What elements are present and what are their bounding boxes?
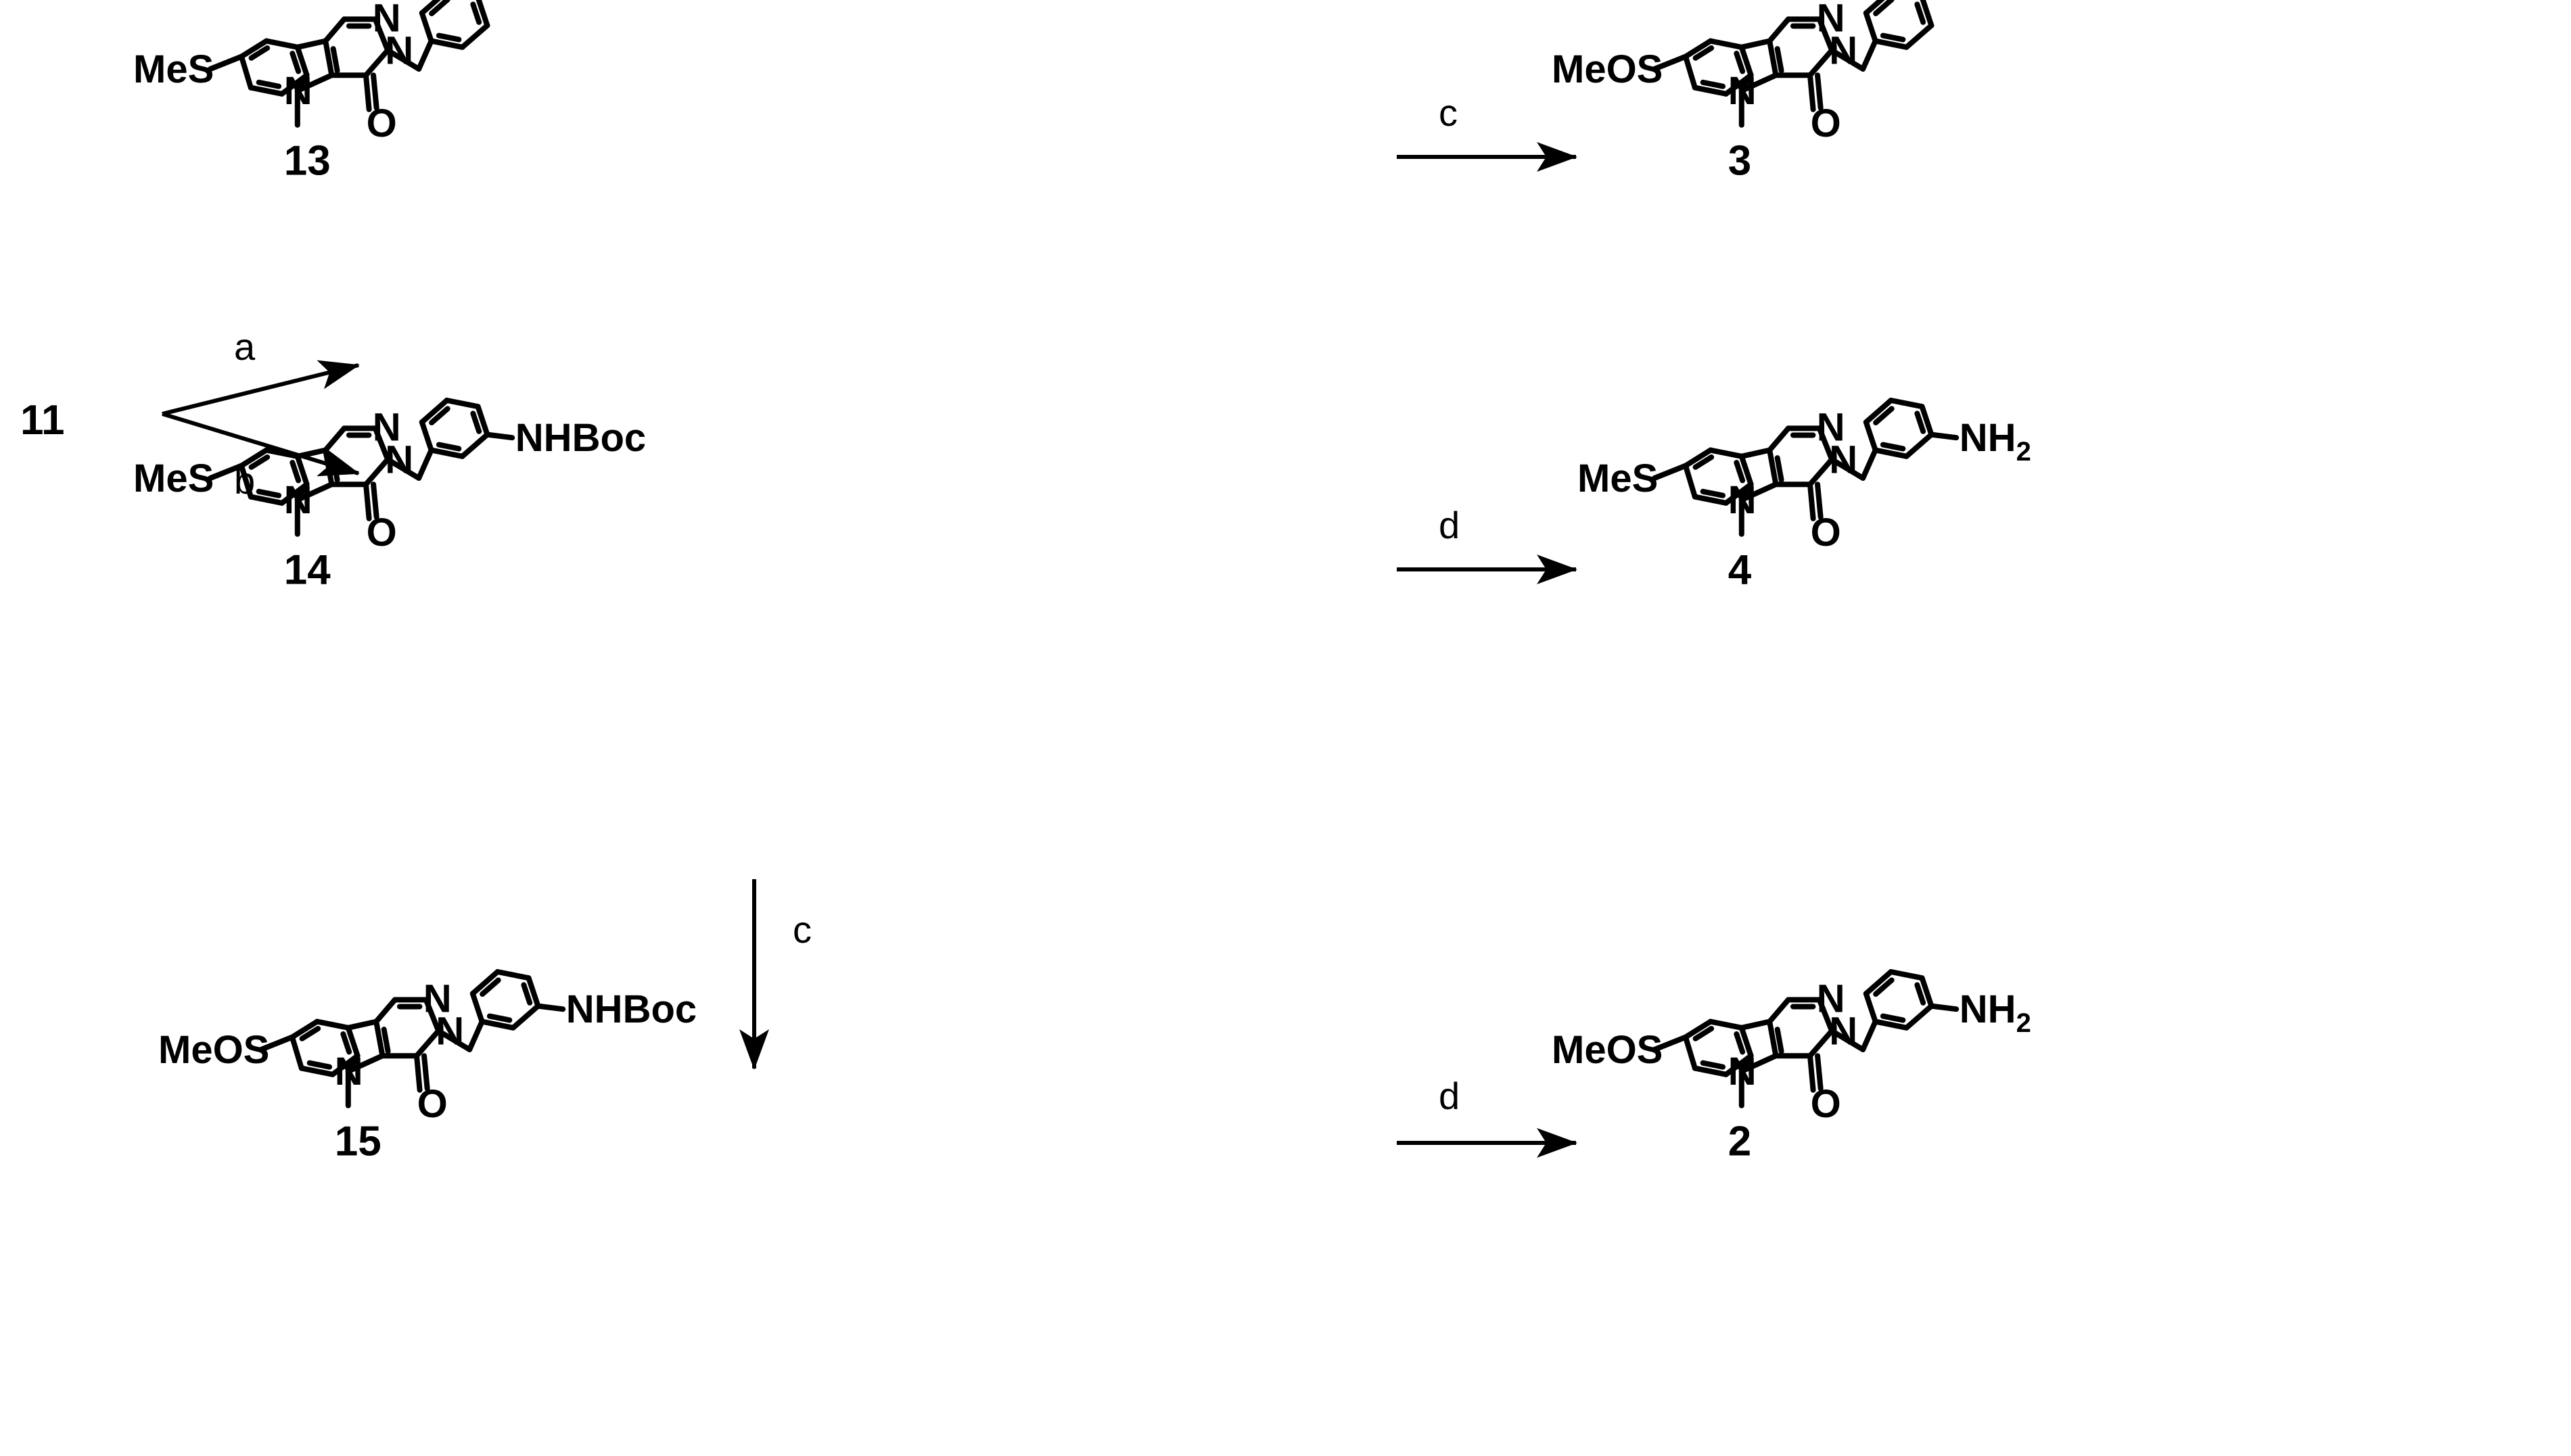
compound-label-4: 4 bbox=[1728, 546, 1752, 593]
condition-label-d-bottom: d bbox=[1439, 1075, 1460, 1117]
nitrogen-atom: N bbox=[1817, 405, 1845, 449]
oxygen-atom: O bbox=[417, 1082, 448, 1126]
substituent-label: MeS bbox=[133, 456, 214, 500]
compound-label-15: 15 bbox=[335, 1118, 381, 1165]
condition-label-d-middle: d bbox=[1439, 504, 1460, 546]
substituent-label: MeS bbox=[1577, 456, 1658, 500]
nitrogen-atom: N bbox=[373, 405, 401, 449]
nitrogen-atom: N bbox=[1728, 69, 1757, 113]
nitrogen-atom: N bbox=[1817, 0, 1845, 40]
nitrogen-atom: N bbox=[1728, 1050, 1757, 1094]
nitrogen-atom: N bbox=[284, 69, 312, 113]
condition-label-b: b bbox=[234, 459, 255, 502]
oxygen-atom: O bbox=[367, 511, 397, 555]
compound-label-14: 14 bbox=[284, 546, 331, 593]
compound-label-3: 3 bbox=[1728, 137, 1751, 184]
oxygen-atom: O bbox=[1811, 101, 1841, 145]
condition-label-a: a bbox=[234, 325, 256, 368]
compound-label-2: 2 bbox=[1728, 1118, 1751, 1165]
amine-label: NH2 bbox=[1960, 987, 2031, 1038]
nitrogen-atom: N bbox=[1829, 1009, 1857, 1053]
nitrogen-atom: N bbox=[1829, 438, 1857, 482]
substituent-label: MeOS bbox=[1552, 1028, 1663, 1072]
nitrogen-atom: N bbox=[436, 1009, 464, 1053]
nitrogen-atom: N bbox=[1829, 28, 1857, 72]
arrow-15-to-2: d bbox=[1397, 1075, 1577, 1158]
arrow-14-to-4: d bbox=[1397, 504, 1577, 584]
nitrogen-atom: N bbox=[385, 438, 413, 482]
nitrogen-atom: N bbox=[335, 1050, 363, 1094]
amine-label: NHBoc bbox=[515, 416, 646, 460]
arrow-14-to-15: c bbox=[739, 879, 812, 1070]
condition-label-c-vertical: c bbox=[793, 908, 812, 951]
amine-label: NHBoc bbox=[566, 987, 697, 1031]
nitrogen-atom: N bbox=[373, 0, 401, 40]
nitrogen-atom: N bbox=[423, 977, 452, 1020]
oxygen-atom: O bbox=[1811, 511, 1841, 555]
nitrogen-atom: N bbox=[284, 478, 312, 522]
substituent-label: MeS bbox=[133, 47, 214, 91]
arrow-13-to-3: c bbox=[1397, 91, 1577, 172]
nitrogen-atom: N bbox=[1817, 977, 1845, 1020]
substituent-label: MeOS bbox=[1552, 47, 1663, 91]
condition-label-c-top: c bbox=[1439, 91, 1458, 134]
compound-label-11: 11 bbox=[20, 397, 65, 444]
substituent-label: MeOS bbox=[158, 1028, 269, 1072]
branch-arrow-b: b bbox=[162, 412, 360, 502]
nitrogen-atom: N bbox=[1728, 478, 1757, 522]
amine-label: NH2 bbox=[1960, 416, 2031, 467]
nitrogen-atom: N bbox=[385, 28, 413, 72]
branch-arrow-a: a bbox=[162, 325, 360, 416]
oxygen-atom: O bbox=[367, 101, 397, 145]
compound-label-13: 13 bbox=[284, 137, 331, 184]
oxygen-atom: O bbox=[1811, 1082, 1841, 1126]
